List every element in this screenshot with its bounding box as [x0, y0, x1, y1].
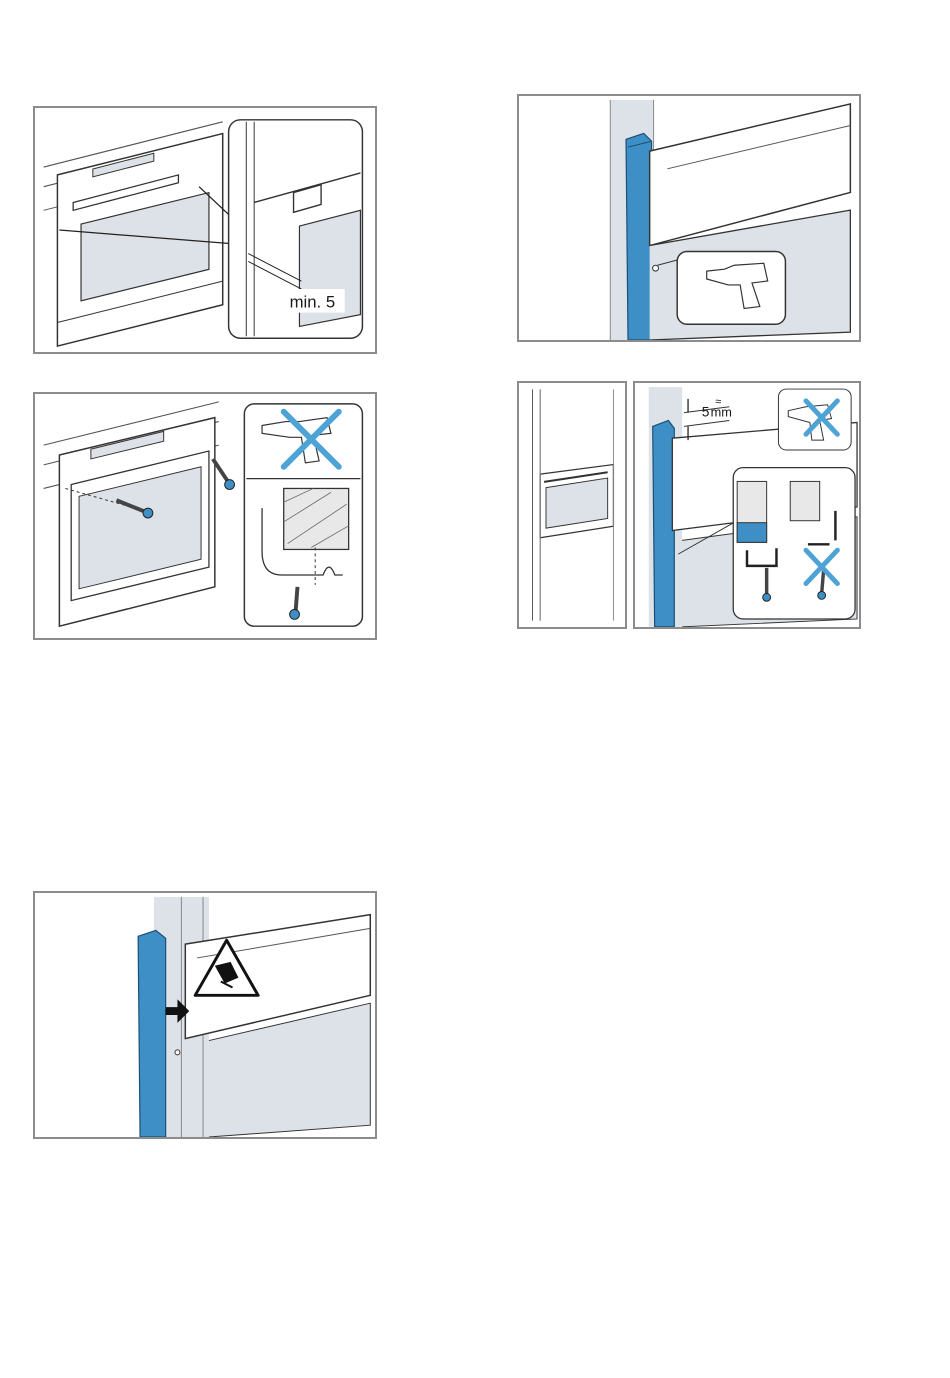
trim-strip	[626, 133, 652, 340]
trim-strip	[138, 930, 166, 1137]
min-clearance-label: min. 5	[290, 293, 336, 312]
figure-trim-drilling	[517, 94, 861, 342]
oven-icon	[57, 134, 222, 347]
figure-trim-insert-warning	[33, 891, 377, 1139]
figure-oven-clearance: min. 5	[33, 106, 377, 354]
detail-zoom	[244, 404, 362, 626]
oven-icon	[540, 465, 613, 538]
screw-icon	[213, 459, 235, 490]
figure-screw-fastening	[33, 392, 377, 640]
figure-trim-gap: 5 mm ≈	[633, 381, 861, 629]
oven-door	[185, 915, 370, 1137]
detail-zoom-drill	[778, 389, 851, 450]
detail-zoom	[677, 251, 785, 324]
oven-icon	[59, 418, 214, 627]
approx-symbol: ≈	[716, 396, 722, 408]
trim-strip	[653, 421, 675, 627]
figure-oven-overview	[517, 381, 627, 629]
detail-zoom-screw	[733, 468, 855, 619]
gap-value: 5	[702, 405, 710, 420]
